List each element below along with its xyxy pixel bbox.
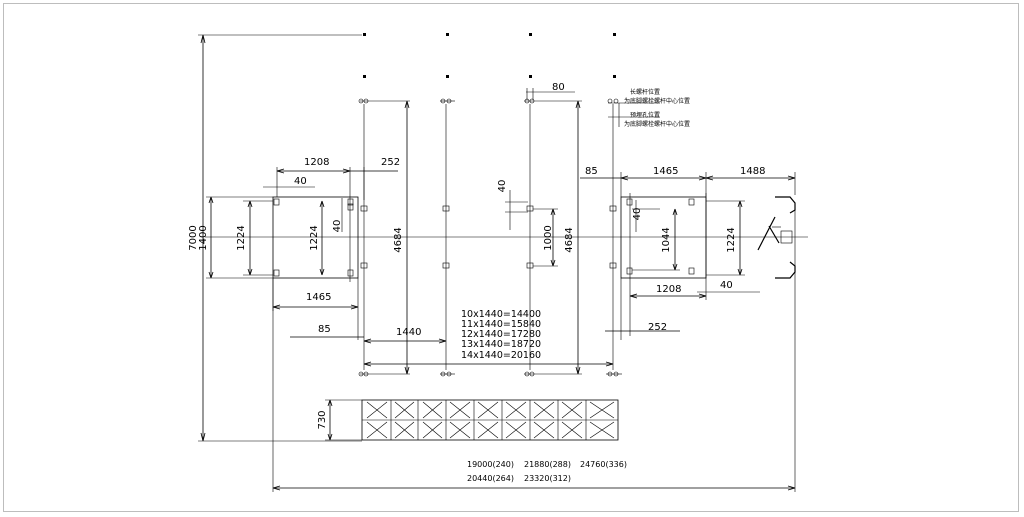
dim-7000: 7000 — [188, 225, 199, 250]
dim-1000: 1000 — [543, 225, 554, 250]
dim-252-right: 252 — [648, 322, 667, 333]
length-20440: 20440(264) — [467, 474, 514, 483]
dim-85-right: 85 — [585, 166, 598, 177]
top-markers — [363, 33, 616, 78]
overall-length-dimension — [272, 203, 796, 492]
dim-40-right-h: 40 — [720, 280, 733, 291]
dim-4684-left: 4684 — [393, 227, 404, 252]
formula-10: 10x1440=14400 — [461, 309, 541, 320]
dim-730: 730 — [317, 410, 328, 429]
dim-40-left-h: 40 — [294, 176, 307, 187]
mid-dims: 40 1000 — [497, 180, 558, 267]
column-lines — [360, 104, 617, 370]
dim-1465-left: 1465 — [306, 292, 331, 303]
pit-grid: 730 — [317, 399, 619, 441]
legend-note-3: 预埋孔位置 — [630, 111, 660, 119]
rail-4684-dims: 4684 4684 — [393, 100, 581, 375]
left-head-frame: 1400 1224 1224 40 1208 40 252 1465 — [198, 157, 400, 340]
dim-4684-right: 4684 — [564, 227, 575, 252]
dim-1400: 1400 — [198, 225, 209, 250]
pitch-dim: 1440 — [363, 327, 614, 367]
dim-1440: 1440 — [396, 327, 421, 338]
length-19000: 19000(240) — [467, 460, 514, 469]
dim-40-left-v: 40 — [332, 220, 343, 233]
length-21880: 21880(288) — [524, 460, 571, 469]
formula-14: 14x1440=20160 — [461, 350, 541, 361]
dim-1488: 1488 — [740, 166, 765, 177]
dim-1208-right: 1208 — [656, 284, 681, 295]
dim-1044: 1044 — [661, 227, 672, 252]
dim-1465-right: 1465 — [653, 166, 678, 177]
dim-1224-left-inner: 1224 — [309, 225, 320, 250]
dim-1224-left-outer: 1224 — [236, 225, 247, 250]
legend-note-1: 长螺杆位置 — [630, 88, 660, 96]
legend-notes: 长螺杆位置 为底脚螺栓螺杆中心位置 预埋孔位置 为底脚螺栓螺杆中心位置 — [608, 88, 690, 128]
formula-11: 11x1440=15840 — [461, 319, 541, 330]
dim-1224-right: 1224 — [726, 227, 737, 252]
tail-end — [757, 196, 796, 279]
length-formulas: 10x1440=14400 11x1440=15840 12x1440=1728… — [461, 309, 541, 361]
legend-note-4: 为底脚螺栓螺杆中心位置 — [624, 120, 690, 128]
dim-252-left: 252 — [381, 157, 400, 168]
length-24760: 24760(336) — [580, 460, 627, 469]
dim-40-right-v: 40 — [632, 208, 643, 221]
dim-80: 80 — [526, 82, 575, 100]
right-head-frame: 85 1465 1488 40 1044 1224 1208 40 — [580, 166, 796, 340]
dim-80-text: 80 — [552, 82, 565, 93]
dim-85-left: 85 — [318, 324, 331, 335]
bottom-lengths: 19000(240) 20440(264) 21880(288) 23320(3… — [467, 460, 627, 483]
legend-note-2: 为底脚螺栓螺杆中心位置 — [624, 97, 690, 105]
drawing-frame — [3, 3, 1019, 512]
formula-13: 13x1440=18720 — [461, 339, 541, 350]
overall-height-dimension: 7000 — [188, 34, 362, 442]
formula-12: 12x1440=17280 — [461, 329, 541, 340]
length-23320: 23320(312) — [524, 474, 571, 483]
dim-1208-left: 1208 — [304, 157, 329, 168]
bolt-rows — [358, 98, 622, 377]
dim-40-mid: 40 — [497, 180, 508, 193]
